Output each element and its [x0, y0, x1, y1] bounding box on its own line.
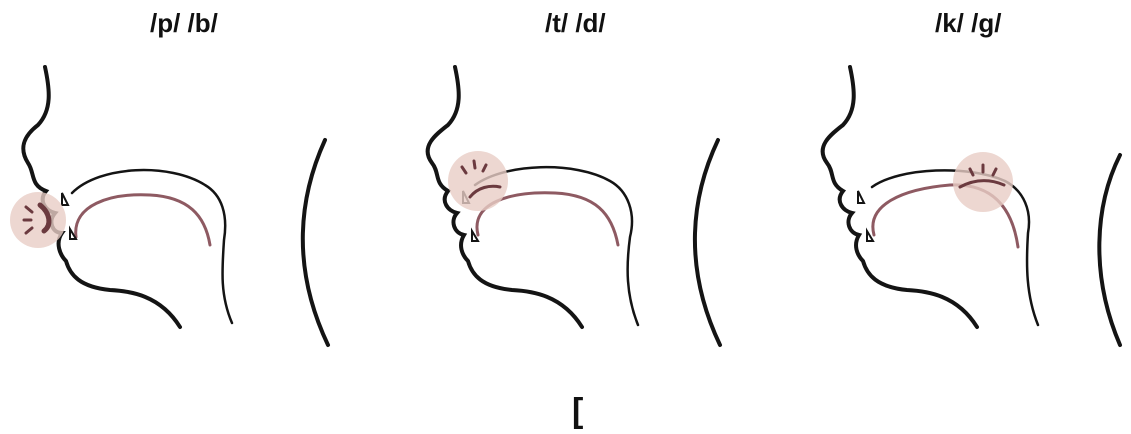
panel-title-bilabial: /p/ /b/ [150, 8, 218, 39]
throat-line [1099, 155, 1120, 345]
panel-bilabial [0, 55, 377, 365]
bilabial-diagram [0, 55, 377, 365]
bracket-mark: [ [572, 392, 583, 431]
upper-tooth [858, 191, 864, 203]
panel-velar [790, 55, 1131, 365]
articulation-highlight [448, 151, 508, 211]
upper-tooth [62, 193, 68, 205]
panel-title-alveolar: /t/ /d/ [545, 8, 606, 39]
alveolar-diagram [400, 55, 777, 365]
panel-alveolar [400, 55, 777, 365]
velar-diagram [790, 55, 1131, 365]
articulation-highlight [10, 192, 66, 248]
tongue-line [76, 195, 210, 245]
throat-line [303, 140, 328, 345]
panel-title-velar: /k/ /g/ [935, 8, 1001, 39]
throat-line [695, 140, 720, 345]
burst-mark-2 [474, 161, 475, 168]
